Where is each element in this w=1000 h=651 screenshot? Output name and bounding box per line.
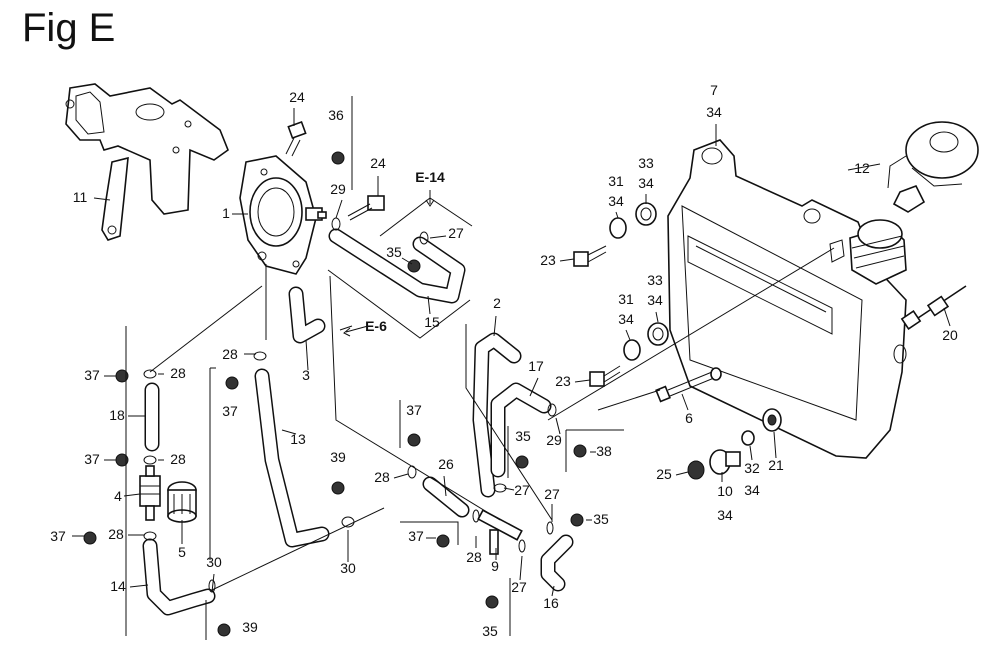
hose-15 xyxy=(328,228,466,304)
fuel-cap-part xyxy=(887,121,979,213)
part-label-28c: 28 xyxy=(170,451,186,467)
part-label-34e: 34 xyxy=(618,311,634,327)
part-label-24b: 24 xyxy=(370,155,386,171)
part-label-20: 20 xyxy=(942,327,958,343)
part-label-28f: 28 xyxy=(466,549,482,565)
part-label-28e: 28 xyxy=(374,469,390,485)
fuel-filter-part xyxy=(139,465,161,521)
part-label-7: 7 xyxy=(710,82,718,98)
part-label-34a: 34 xyxy=(706,104,722,120)
hose-26 xyxy=(422,476,470,518)
part-label-37d: 37 xyxy=(50,528,66,544)
fastener-set-lower xyxy=(589,322,669,387)
strainer-part xyxy=(167,481,197,523)
part-label-11: 11 xyxy=(73,189,88,205)
reference-e14: E-14 xyxy=(415,169,445,185)
part-label-28d: 28 xyxy=(108,526,124,542)
fuel-tank-part xyxy=(667,139,907,459)
bracket-part xyxy=(65,83,229,241)
part-label-37f: 37 xyxy=(408,528,424,544)
part-label-27a: 27 xyxy=(448,225,464,241)
part-label-6: 6 xyxy=(685,410,693,426)
part-label-36: 36 xyxy=(328,107,344,123)
part-label-29a: 29 xyxy=(330,181,346,197)
part-label-26: 26 xyxy=(438,456,454,472)
fastener-set-upper xyxy=(573,202,657,267)
part-label-2: 2 xyxy=(493,295,501,311)
reference-layer: E-14E-6 xyxy=(365,169,445,334)
part-label-12: 12 xyxy=(854,160,870,176)
hose-2 xyxy=(472,332,522,498)
reference-arrows xyxy=(343,190,435,337)
part-label-33a: 33 xyxy=(638,155,654,171)
reference-e6: E-6 xyxy=(365,318,387,334)
part-label-34g: 34 xyxy=(744,482,760,498)
part-label-27d: 27 xyxy=(511,579,527,595)
part-label-31b: 31 xyxy=(618,291,634,307)
part-label-34d: 34 xyxy=(647,292,663,308)
part-label-24a: 24 xyxy=(289,89,305,105)
part-label-18: 18 xyxy=(109,407,125,423)
part-label-1: 1 xyxy=(222,205,230,221)
part-label-23a: 23 xyxy=(540,252,556,268)
part-label-30a: 30 xyxy=(340,560,356,576)
part-label-38: 38 xyxy=(596,443,612,459)
part-label-3: 3 xyxy=(302,367,310,383)
part-label-35b: 35 xyxy=(515,428,531,444)
mount-set-part xyxy=(687,408,782,480)
part-label-39b: 39 xyxy=(242,619,258,635)
part-label-10: 10 xyxy=(717,483,733,499)
part-label-28b: 28 xyxy=(170,365,186,381)
stud-20-part xyxy=(900,285,967,330)
part-label-13: 13 xyxy=(290,431,306,447)
hose-16 xyxy=(540,534,574,592)
part-label-23b: 23 xyxy=(555,373,571,389)
part-label-27c: 27 xyxy=(544,486,560,502)
fuel-pump-part xyxy=(239,155,327,275)
t-joint-part xyxy=(477,509,523,555)
part-label-35c: 35 xyxy=(593,511,609,527)
part-label-15: 15 xyxy=(424,314,440,330)
hose-13 xyxy=(254,368,330,548)
part-label-29b: 29 xyxy=(546,432,562,448)
hose-3 xyxy=(288,286,326,344)
hose-14 xyxy=(142,538,216,616)
part-label-27b: 27 xyxy=(514,482,530,498)
bolt-24-upper xyxy=(285,120,307,157)
part-label-34b: 34 xyxy=(638,175,654,191)
part-label-34c: 34 xyxy=(608,193,624,209)
part-label-4: 4 xyxy=(114,488,122,504)
part-label-31a: 31 xyxy=(608,173,624,189)
part-label-30b: 30 xyxy=(206,554,222,570)
part-label-25: 25 xyxy=(656,466,672,482)
part-label-37b: 37 xyxy=(84,367,100,383)
part-label-5: 5 xyxy=(178,544,186,560)
part-label-17: 17 xyxy=(528,358,544,374)
leader-lines xyxy=(72,96,951,640)
part-label-21: 21 xyxy=(768,457,784,473)
part-label-37a: 37 xyxy=(222,403,238,419)
part-label-37c: 37 xyxy=(84,451,100,467)
part-label-28a: 28 xyxy=(222,346,238,362)
figure-title: Fig E xyxy=(22,6,116,50)
part-label-9: 9 xyxy=(491,558,499,574)
part-label-34f: 34 xyxy=(717,507,733,523)
part-label-39a: 39 xyxy=(330,449,346,465)
part-label-32: 32 xyxy=(744,460,760,476)
part-label-35d: 35 xyxy=(482,623,498,639)
part-label-37e: 37 xyxy=(406,402,422,418)
part-label-35a: 35 xyxy=(386,244,402,260)
part-label-33b: 33 xyxy=(647,272,663,288)
part-label-16: 16 xyxy=(543,595,559,611)
nuts-group xyxy=(83,151,587,637)
bolt-24-right xyxy=(347,195,385,221)
part-label-14: 14 xyxy=(110,578,126,594)
